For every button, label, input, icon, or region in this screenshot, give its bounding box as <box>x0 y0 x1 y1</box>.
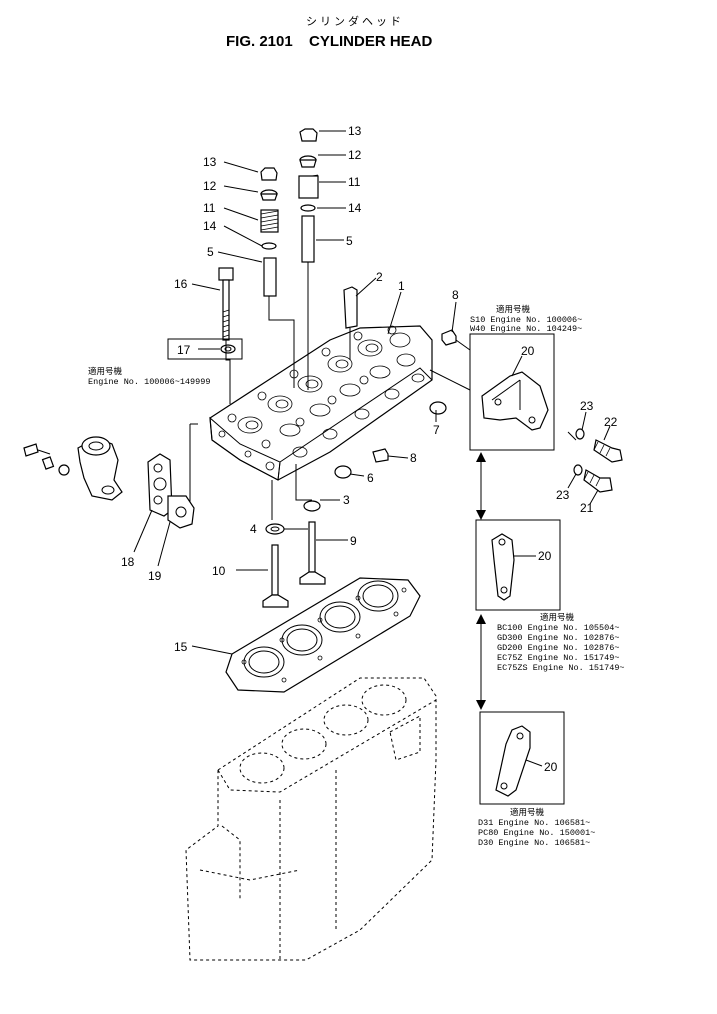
note-line: S10 Engine No. 100006~ <box>470 315 582 325</box>
note-line: EC75ZS Engine No. 151749~ <box>497 663 625 673</box>
valve-stack-left <box>260 167 279 297</box>
note-header: 適用号機 <box>510 807 545 818</box>
plug-7 <box>429 401 447 415</box>
note-line: Engine No. 100006~149999 <box>88 377 210 387</box>
callout-4: 4 <box>250 522 257 536</box>
note-line: PC80 Engine No. 150001~ <box>478 828 595 838</box>
callout-10: 10 <box>212 564 226 578</box>
note-line: BC100 Engine No. 105504~ <box>497 623 619 633</box>
washer-23-lower <box>573 464 583 476</box>
bracket-20-upper <box>481 371 549 431</box>
callout-11: 11 <box>203 201 216 215</box>
valve-seat-4 <box>265 523 285 535</box>
note-line: GD200 Engine No. 102876~ <box>497 643 619 653</box>
plug-8-upper <box>441 329 457 346</box>
callout-14: 14 <box>348 201 362 215</box>
callout-19: 19 <box>148 569 162 583</box>
note-line: D30 Engine No. 106581~ <box>478 838 590 848</box>
callout-9: 9 <box>350 534 357 548</box>
washer-17-box <box>167 338 243 360</box>
callout-1: 1 <box>398 279 405 293</box>
callout-8: 8 <box>452 288 459 302</box>
note-line: EC75Z Engine No. 151749~ <box>497 653 619 663</box>
callout-5: 5 <box>207 245 214 259</box>
bolt-21 <box>583 469 613 493</box>
bracket-box-middle <box>475 519 561 611</box>
callout-14: 14 <box>203 219 217 233</box>
callout-leaders <box>133 130 611 767</box>
figure-number: FIG. 2101 <box>226 33 293 50</box>
cylinder-head <box>209 325 433 481</box>
callout-17: 17 <box>177 343 191 357</box>
callout-20: 20 <box>521 344 535 358</box>
callout-numbers: 13 12 11 14 5 13 12 11 14 5 16 17 2 1 8 … <box>121 124 618 774</box>
title-japanese: シリンダヘッド <box>306 14 404 28</box>
valve-10 <box>262 544 289 608</box>
figure-title: CYLINDER HEAD <box>309 33 433 50</box>
cylinder-block <box>185 677 437 961</box>
callout-3: 3 <box>343 493 350 507</box>
callout-16: 16 <box>174 277 188 291</box>
callout-6: 6 <box>367 471 374 485</box>
note-header: 適用号機 <box>496 304 531 315</box>
bracket-box-upper <box>469 333 555 451</box>
valve-guide-2 <box>343 286 358 329</box>
callout-20: 20 <box>544 760 558 774</box>
head-gasket-15 <box>225 577 421 693</box>
note-header: 適用号機 <box>88 366 123 377</box>
serial-note-middle: 適用号機 BC100 Engine No. 105504~ GD300 Engi… <box>497 612 625 673</box>
callout-13: 13 <box>348 124 362 138</box>
callout-8: 8 <box>410 451 417 465</box>
callout-7: 7 <box>433 423 440 437</box>
gasket-19 <box>167 495 195 529</box>
valve-seat-3 <box>303 500 321 512</box>
head-bolt-16 <box>218 267 234 341</box>
note-header: 適用号機 <box>540 612 575 623</box>
callout-23: 23 <box>556 488 570 502</box>
valve-stack-right <box>298 128 319 263</box>
callout-12: 12 <box>203 179 217 193</box>
alternative-arrow-lower <box>476 614 486 710</box>
callout-22: 22 <box>604 415 618 429</box>
callout-12: 12 <box>348 148 362 162</box>
callout-23: 23 <box>580 399 594 413</box>
serial-note-upper: 適用号機 S10 Engine No. 100006~ W40 Engine N… <box>470 304 582 334</box>
callout-11: 11 <box>348 175 361 189</box>
washer-23-upper <box>575 428 585 440</box>
bracket-20-lower <box>495 725 531 797</box>
plug-6 <box>334 465 352 479</box>
plug-8-lower <box>372 448 389 463</box>
bolt-22 <box>593 439 623 463</box>
note-line: GD300 Engine No. 102876~ <box>497 633 619 643</box>
serial-note-lower: 適用号機 D31 Engine No. 106581~ PC80 Engine … <box>478 807 595 848</box>
note-line: D31 Engine No. 106581~ <box>478 818 590 828</box>
callout-18: 18 <box>121 555 135 569</box>
bracket-20-middle <box>491 533 515 601</box>
bracket-box-lower <box>479 711 565 805</box>
alternative-arrow-upper <box>476 452 486 520</box>
callout-20: 20 <box>538 549 552 563</box>
thermostat-housing <box>23 436 195 529</box>
callout-13: 13 <box>203 155 217 169</box>
leader-lines-assembly <box>178 262 577 521</box>
callout-15: 15 <box>174 640 188 654</box>
valve-9 <box>299 521 326 585</box>
serial-note-left: 適用号機 Engine No. 100006~149999 <box>88 366 210 387</box>
callout-5: 5 <box>346 234 353 248</box>
callout-2: 2 <box>376 270 383 284</box>
note-line: W40 Engine No. 104249~ <box>470 324 582 334</box>
washer-17 <box>220 344 236 354</box>
callout-21: 21 <box>580 501 594 515</box>
